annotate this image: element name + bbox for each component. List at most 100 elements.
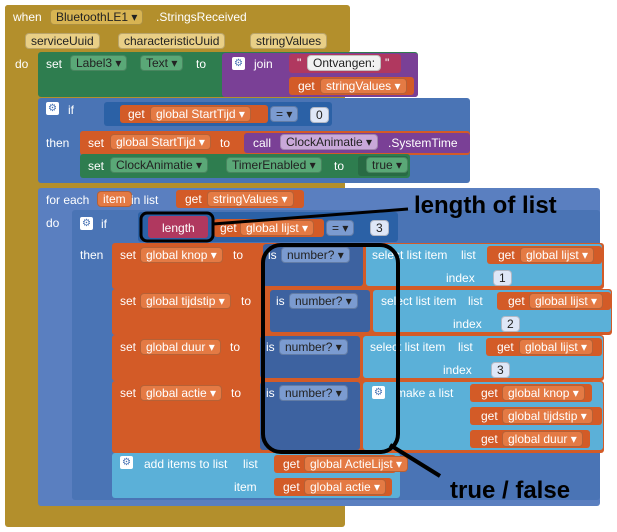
event-do: do [15,57,29,71]
param-characteristicuuid[interactable]: characteristicUuid [118,33,226,49]
prop-dropdown[interactable]: TimerEnabled ▾ [226,157,322,173]
then-label: then [46,136,70,150]
truefalse-arrow [388,443,442,478]
to-label: to [220,136,231,150]
foreach-do: do [46,216,60,230]
to-label: to [334,159,345,173]
set-label: set [120,294,137,308]
item-label: item [234,480,257,494]
number-input[interactable]: 3 [370,220,389,236]
var-dropdown[interactable]: global lijst ▾ [529,293,604,309]
gear-icon[interactable]: ⚙ [232,57,245,70]
var-dropdown[interactable]: global knop ▾ [140,247,223,263]
text-dropdown[interactable]: Text ▾ [140,55,184,71]
get-label: get [128,107,145,121]
then-label: then [80,248,104,262]
is-label: is [268,248,277,262]
length-block[interactable] [148,216,208,238]
makelist-label: make a list [396,386,454,400]
gear-icon[interactable]: ⚙ [80,217,93,230]
index-label: index [443,363,472,377]
set-label: set [120,248,137,262]
var-dropdown[interactable]: stringValues ▾ [207,191,294,207]
component-dropdown[interactable]: BluetoothLE1 ▾ [50,9,144,25]
operator-dropdown[interactable]: = ▾ [270,106,299,122]
label3-dropdown[interactable]: Label3 ▾ [70,55,128,71]
var-dropdown[interactable]: global tijdstip ▾ [140,293,231,309]
index-input[interactable]: 3 [491,362,510,378]
index-label: index [446,271,475,285]
index-input[interactable]: 2 [501,316,520,332]
param-stringvalues[interactable]: stringValues [250,33,328,49]
var-dropdown[interactable]: stringValues ▾ [320,78,407,94]
list-label: list [461,248,476,262]
number-input[interactable]: 0 [310,107,329,123]
if-label: if [68,103,74,117]
gear-icon[interactable]: ⚙ [372,386,385,399]
var-dropdown[interactable]: global StartTijd ▾ [150,106,251,122]
get-label: get [498,248,515,262]
length-label: length [162,221,195,235]
get-label: get [481,409,498,423]
join-label: join [254,57,273,71]
var-dropdown[interactable]: global actie ▾ [304,479,387,495]
operator-dropdown[interactable]: = ▾ [326,220,355,236]
number-dropdown[interactable]: number? ▾ [279,385,348,401]
list-label: list [468,294,483,308]
gear-icon[interactable]: ⚙ [46,102,59,115]
set-label: set [120,340,137,354]
inlist-label: in list [131,193,159,207]
get-label: get [497,340,514,354]
var-dropdown[interactable]: global lijst ▾ [519,339,594,355]
if-label: if [101,217,107,231]
get-label: get [283,457,300,471]
select-label: select list item [370,340,446,354]
list-label: list [458,340,473,354]
text-ontvangen[interactable]: Ontvangen: [307,55,382,71]
get-label: get [185,192,202,206]
is-label: is [266,340,275,354]
get-label: get [283,480,300,494]
index-input[interactable]: 1 [493,270,512,286]
get-label: get [481,386,498,400]
to-label: to [230,340,241,354]
to-label: to [233,248,244,262]
additems-label: add items to list [144,457,228,471]
gear-icon[interactable]: ⚙ [120,456,133,469]
get-label: get [298,79,315,93]
set-label: set [88,136,105,150]
is-label: is [276,294,285,308]
item-var[interactable]: item [97,191,132,207]
isnumber-highlight-box [261,243,400,454]
event-name: .StringsReceived [156,10,247,24]
var-dropdown[interactable]: global StartTijd ▾ [110,134,211,150]
select-label: select list item [372,248,448,262]
var-dropdown[interactable]: global knop ▾ [502,385,585,401]
set-label: set [46,57,63,71]
var-dropdown[interactable]: global actie ▾ [140,385,223,401]
component-dropdown[interactable]: ClockAnimatie ▾ [280,134,379,150]
event-when: when [13,10,42,24]
list-label: list [243,457,258,471]
get-label: get [508,294,525,308]
get-label: get [481,432,498,446]
true-dropdown[interactable]: true ▾ [366,157,409,173]
foreach-label: for each [46,193,90,207]
annotation-true-false: true / false [450,477,571,504]
var-dropdown[interactable]: global tijdstip ▾ [502,408,593,424]
set-label: set [88,159,105,173]
number-dropdown[interactable]: number? ▾ [279,339,348,355]
number-dropdown[interactable]: number? ▾ [289,293,358,309]
annotation-length-of-list: length of list [414,192,557,219]
var-dropdown[interactable]: global lijst ▾ [520,247,595,263]
number-dropdown[interactable]: number? ▾ [281,247,350,263]
var-dropdown[interactable]: global duur ▾ [502,431,583,447]
var-dropdown[interactable]: global ActieLijst ▾ [304,456,409,472]
param-serviceuuid[interactable]: serviceUuid [25,33,100,49]
component-dropdown[interactable]: ClockAnimatie ▾ [110,157,209,173]
set-label: set [120,386,137,400]
to-label: to [241,294,252,308]
method-label: .SystemTime [388,136,458,150]
var-dropdown[interactable]: global duur ▾ [140,339,221,355]
